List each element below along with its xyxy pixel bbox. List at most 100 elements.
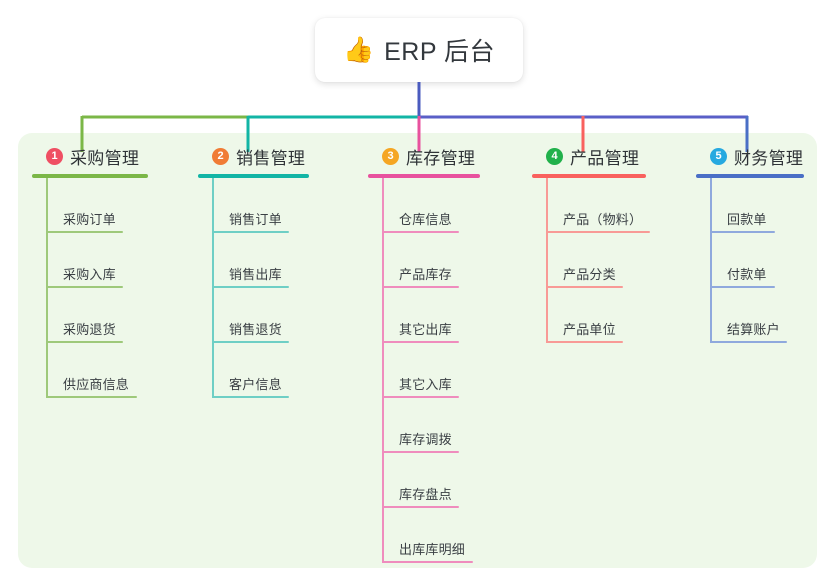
branch-underline-1	[32, 174, 148, 178]
leaf-item[interactable]: 其它入库	[368, 343, 480, 398]
leaf-label: 供应商信息	[63, 377, 130, 392]
leaf-label: 仓库信息	[399, 212, 452, 227]
leaf-label: 结算账户	[727, 322, 780, 337]
leaf-item[interactable]: 结算账户	[696, 288, 804, 343]
leaf-label: 采购退货	[63, 322, 116, 337]
mindmap-panel	[18, 133, 817, 568]
thumbs-up-icon: 👍	[342, 35, 375, 64]
leaf-underline	[547, 231, 650, 233]
leaf-underline	[383, 451, 459, 453]
leaf-label: 客户信息	[229, 377, 282, 392]
branch-leaves-2: 销售订单 销售出库 销售退货 客户信息	[198, 178, 309, 398]
branch-spine-4	[546, 178, 548, 343]
branch-column-2: 2 销售管理 销售订单 销售出库 销售退货 客户信息	[198, 144, 309, 398]
leaf-label: 采购入库	[63, 267, 116, 282]
leaf-label: 产品单位	[563, 322, 616, 337]
leaf-underline	[47, 231, 123, 233]
branch-spine-1	[46, 178, 48, 398]
leaf-underline	[383, 231, 459, 233]
leaf-label: 出库库明细	[399, 542, 466, 557]
leaf-label: 库存调拨	[399, 432, 452, 447]
branch-badge-3: 3	[382, 147, 399, 165]
leaf-underline	[711, 341, 787, 343]
branch-title-2: 销售管理	[236, 148, 306, 168]
branch-header-3[interactable]: 3 库存管理	[368, 144, 480, 168]
leaf-item[interactable]: 仓库信息	[368, 178, 480, 233]
branch-badge-5: 5	[710, 147, 727, 165]
branch-underline-4	[532, 174, 646, 178]
branch-title-1: 采购管理	[70, 148, 140, 168]
branch-column-3: 3 库存管理 仓库信息 产品库存 其它出库 其它入库 库存调拨 库存盘点	[368, 144, 480, 563]
leaf-item[interactable]: 产品（物料）	[532, 178, 650, 233]
leaf-underline	[213, 231, 289, 233]
leaf-item[interactable]: 销售出库	[198, 233, 309, 288]
leaf-underline	[213, 286, 289, 288]
leaf-underline	[213, 341, 289, 343]
branch-spine-3	[382, 178, 384, 563]
leaf-item[interactable]: 库存调拨	[368, 398, 480, 453]
leaf-label: 采购订单	[63, 212, 116, 227]
leaf-underline	[711, 286, 775, 288]
leaf-label: 其它出库	[399, 322, 452, 337]
branch-leaves-5: 回款单 付款单 结算账户	[696, 178, 804, 343]
leaf-label: 销售退货	[229, 322, 282, 337]
branch-leaves-3: 仓库信息 产品库存 其它出库 其它入库 库存调拨 库存盘点 出库库明细	[368, 178, 480, 563]
leaf-underline	[383, 286, 459, 288]
leaf-item[interactable]: 出库库明细	[368, 508, 480, 563]
branch-underline-5	[696, 174, 804, 178]
branch-header-5[interactable]: 5 财务管理	[696, 144, 804, 168]
leaf-label: 产品库存	[399, 267, 452, 282]
branch-header-4[interactable]: 4 产品管理	[532, 144, 646, 168]
leaf-underline	[547, 341, 623, 343]
branch-badge-2: 2	[212, 147, 229, 165]
branch-spine-5	[710, 178, 712, 343]
branch-title-3: 库存管理	[406, 148, 476, 168]
leaf-underline	[547, 286, 623, 288]
branch-column-5: 5 财务管理 回款单 付款单 结算账户	[696, 144, 804, 343]
branch-header-1[interactable]: 1 采购管理	[32, 144, 148, 168]
root-node-card[interactable]: 👍 ERP 后台	[315, 18, 523, 82]
leaf-underline	[213, 396, 289, 398]
leaf-underline	[47, 286, 123, 288]
leaf-item[interactable]: 销售退货	[198, 288, 309, 343]
leaf-item[interactable]: 付款单	[696, 233, 804, 288]
leaf-label: 销售订单	[229, 212, 282, 227]
root-node-title: ERP 后台	[384, 38, 496, 66]
branch-leaves-1: 采购订单 采购入库 采购退货 供应商信息	[32, 178, 148, 398]
leaf-label: 付款单	[727, 267, 767, 282]
leaf-label: 产品（物料）	[563, 212, 643, 227]
leaf-underline	[383, 561, 473, 563]
leaf-underline	[47, 341, 123, 343]
branch-spine-2	[212, 178, 214, 398]
branch-header-2[interactable]: 2 销售管理	[198, 144, 309, 168]
leaf-underline	[47, 396, 137, 398]
leaf-item[interactable]: 其它出库	[368, 288, 480, 343]
branch-underline-2	[198, 174, 309, 178]
leaf-underline	[711, 231, 775, 233]
leaf-item[interactable]: 产品分类	[532, 233, 646, 288]
leaf-item[interactable]: 库存盘点	[368, 453, 480, 508]
leaf-label: 回款单	[727, 212, 767, 227]
leaf-item[interactable]: 产品库存	[368, 233, 480, 288]
leaf-item[interactable]: 回款单	[696, 178, 804, 233]
leaf-item[interactable]: 供应商信息	[32, 343, 148, 398]
branch-badge-1: 1	[46, 147, 63, 165]
leaf-label: 其它入库	[399, 377, 452, 392]
leaf-item[interactable]: 采购入库	[32, 233, 148, 288]
leaf-label: 销售出库	[229, 267, 282, 282]
leaf-underline	[383, 506, 459, 508]
leaf-label: 库存盘点	[399, 487, 452, 502]
branch-underline-3	[368, 174, 480, 178]
branch-column-4: 4 产品管理 产品（物料） 产品分类 产品单位	[532, 144, 650, 343]
leaf-item[interactable]: 产品单位	[532, 288, 646, 343]
branch-badge-4: 4	[546, 147, 563, 165]
branch-column-1: 1 采购管理 采购订单 采购入库 采购退货 供应商信息	[32, 144, 148, 398]
leaf-item[interactable]: 采购退货	[32, 288, 148, 343]
branch-title-5: 财务管理	[734, 148, 804, 168]
leaf-item[interactable]: 采购订单	[32, 178, 148, 233]
leaf-underline	[383, 396, 459, 398]
branch-title-4: 产品管理	[570, 148, 640, 168]
leaf-underline	[383, 341, 459, 343]
leaf-item[interactable]: 客户信息	[198, 343, 309, 398]
leaf-item[interactable]: 销售订单	[198, 178, 309, 233]
